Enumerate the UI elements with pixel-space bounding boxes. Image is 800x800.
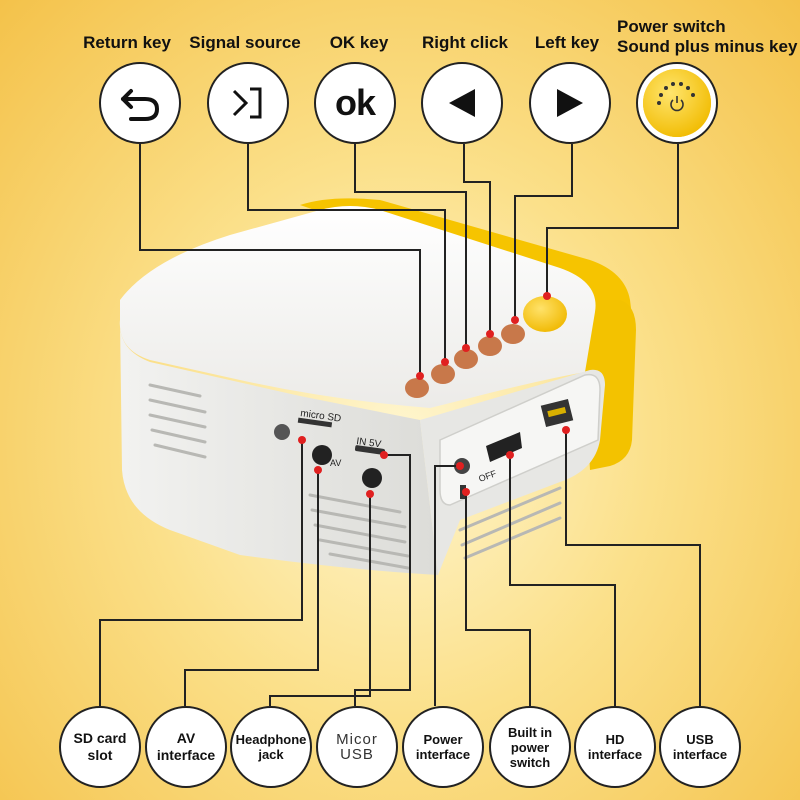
headphone-port <box>362 468 382 488</box>
power-switch-circle <box>636 62 718 144</box>
ok-key-circle: ok <box>314 62 396 144</box>
label-power-switch-line1: Power switch <box>617 17 726 36</box>
usb-line1: USB <box>686 732 714 747</box>
signal-source-icon <box>232 87 262 119</box>
micro-usb-line1: Micor <box>336 731 378 748</box>
left-front-face <box>119 320 438 575</box>
av-port <box>312 445 332 465</box>
hdmi-port <box>486 432 522 462</box>
headphone-line1: Headphone <box>235 732 307 747</box>
label-right-click: Right click <box>422 33 508 52</box>
builtin-line1: Built in <box>507 724 553 740</box>
power-line2: interface <box>415 747 471 762</box>
leader-dots <box>298 292 570 498</box>
micro-usb-line2: USB <box>340 746 374 763</box>
headphone-line2: jack <box>258 747 284 762</box>
label-left-key: Left key <box>534 33 600 52</box>
builtin-line2: power <box>510 739 550 755</box>
return-key-circle <box>99 62 181 144</box>
hd-line2: interface <box>587 747 643 762</box>
sd-card-line2: slot <box>87 747 113 763</box>
micro-usb-port <box>354 445 386 455</box>
return-arrow-icon <box>121 89 160 121</box>
label-return-key: Return key <box>83 33 171 52</box>
hd-line1: HD <box>605 732 625 747</box>
triangle-right-icon <box>557 89 583 117</box>
label-ok-key: OK key <box>329 33 389 52</box>
triangle-left-icon <box>449 89 475 117</box>
label-signal-source: Signal source <box>189 33 301 52</box>
sd-card-line1: SD card <box>73 730 127 746</box>
usb-line2: interface <box>672 747 728 762</box>
av-line1: AV <box>176 730 196 746</box>
av-label: AV <box>330 458 341 468</box>
leader-lines <box>99 144 701 706</box>
label-power-switch-line2: Sound plus minus key <box>617 37 798 56</box>
signal-source-circle <box>207 62 289 144</box>
builtin-line3: switch <box>509 754 551 770</box>
power-line1: Power <box>423 732 463 747</box>
av-line2: interface <box>156 747 216 763</box>
label-power-switch: Power switch Sound plus minus key <box>617 17 797 57</box>
left-key-circle <box>529 62 611 144</box>
vent-slots-left <box>148 383 410 570</box>
control-buttons <box>405 296 567 398</box>
micro-sd-slot <box>297 417 333 428</box>
in-5v-label: IN 5V <box>356 436 383 450</box>
right-click-circle <box>421 62 503 144</box>
sd-button-dot <box>274 424 290 440</box>
power-knob-icon <box>643 69 711 137</box>
ok-icon-text: ok <box>334 82 376 123</box>
